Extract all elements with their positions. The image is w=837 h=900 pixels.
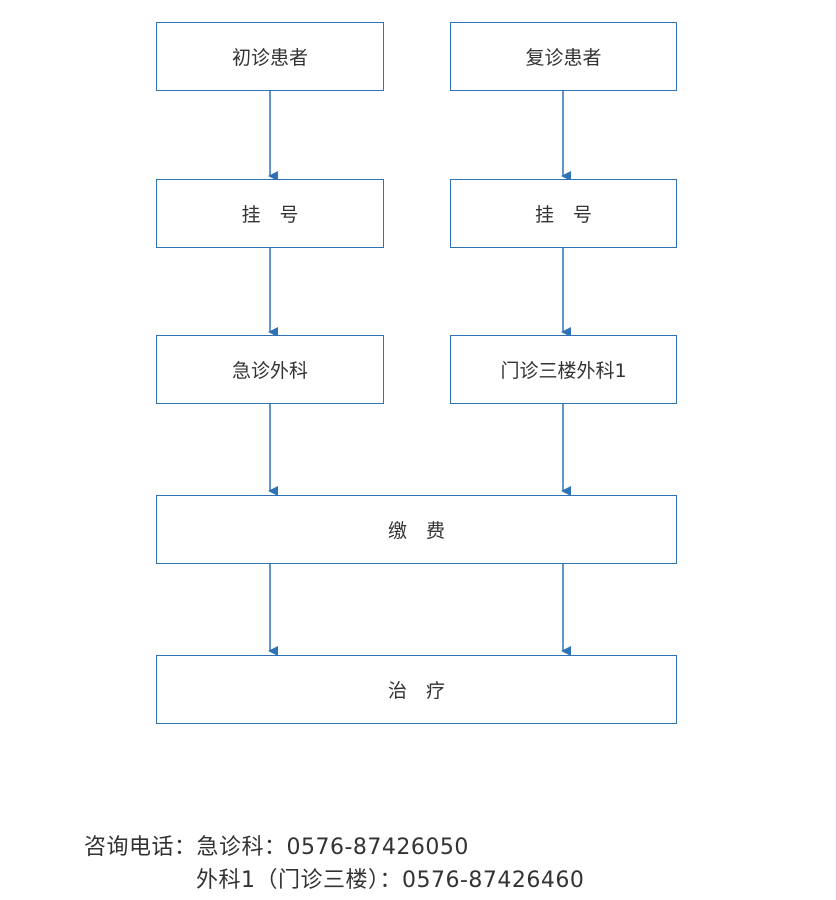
- contact-line-emergency: 咨询电话：急诊科：0576-87426050: [84, 835, 469, 860]
- box-right-register: 挂 号: [450, 179, 677, 248]
- box-outpatient-surgery-1-label: 门诊三楼外科1: [500, 360, 627, 382]
- box-outpatient-surgery-1: 门诊三楼外科1: [450, 335, 677, 404]
- box-emergency-surgery-label: 急诊外科: [231, 360, 308, 382]
- box-treatment-label: 治 疗: [387, 680, 445, 702]
- box-left-register: 挂 号: [156, 179, 384, 248]
- box-return-visit-patient: 复诊患者: [450, 22, 677, 91]
- box-left-register-label: 挂 号: [241, 204, 299, 226]
- box-emergency-surgery: 急诊外科: [156, 335, 384, 404]
- box-treatment: 治 疗: [156, 655, 677, 724]
- box-right-register-label: 挂 号: [534, 204, 592, 226]
- box-payment: 缴 费: [156, 495, 677, 564]
- box-first-visit-patient: 初诊患者: [156, 22, 384, 91]
- box-payment-label: 缴 费: [387, 520, 445, 542]
- box-first-visit-patient-label: 初诊患者: [231, 47, 308, 69]
- box-return-visit-patient-label: 复诊患者: [525, 47, 602, 69]
- contact-line-surgery: 外科1（门诊三楼）：0576-87426460: [196, 868, 585, 893]
